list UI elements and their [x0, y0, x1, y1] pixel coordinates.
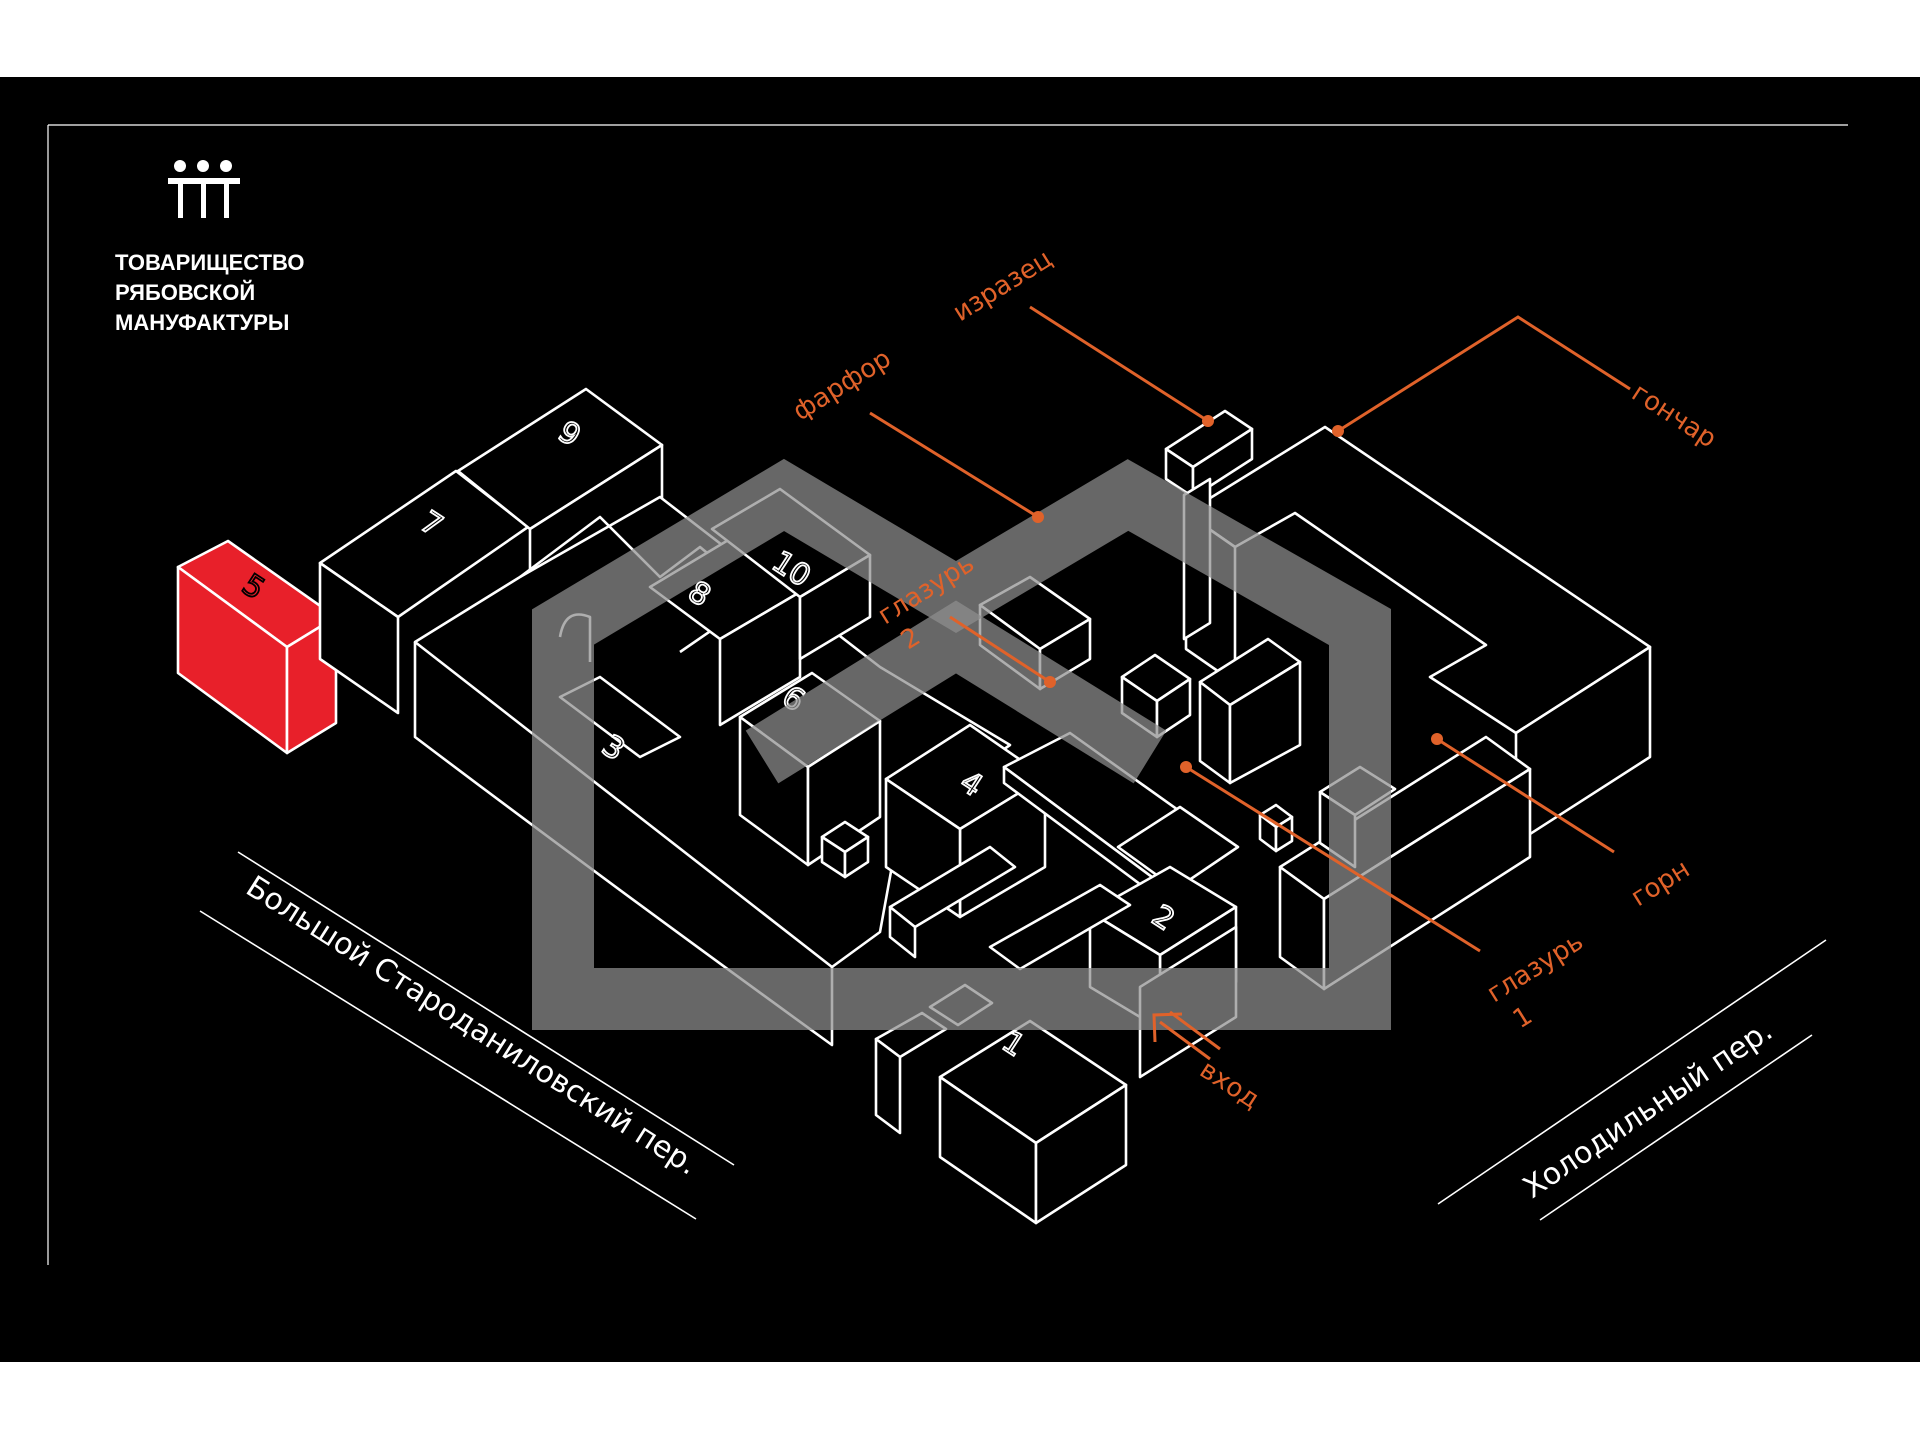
brand-name-line-3: МАНУФАКТУРЫ — [115, 310, 289, 335]
building-7[interactable]: 7 — [318, 469, 530, 715]
building-9[interactable]: 9 — [456, 387, 664, 585]
entrance-label: вход — [1194, 1055, 1265, 1115]
logo: ТОВАРИЩЕСТВО РЯБОВСКОЙ МАНУФАКТУРЫ — [115, 160, 305, 335]
map-panel: ТОВАРИЩЕСТВО РЯБОВСКОЙ МАНУФАКТУРЫ Больш… — [0, 77, 1920, 1362]
farfor-label: фарфор — [788, 344, 897, 427]
brand-name-line-2: РЯБОВСКОЙ — [115, 280, 255, 305]
gonchar-label: гончар — [1626, 378, 1721, 455]
factory-site-map: ТОВАРИЩЕСТВО РЯБОВСКОЙ МАНУФАКТУРЫ Больш… — [47, 124, 1848, 1265]
entrance-arrow-icon — [1152, 1012, 1183, 1043]
gorn-label: горн — [1626, 854, 1695, 913]
building-5[interactable]: 5 — [176, 539, 338, 755]
glazur-1-label-line2: 1 — [1508, 1001, 1538, 1035]
label-gonchar: гончар — [1332, 315, 1722, 455]
street-right-label: Холодильный пер. — [1517, 1013, 1779, 1206]
small-block-right — [1258, 803, 1294, 853]
brand-name-line-1: ТОВАРИЩЕСТВО — [115, 250, 305, 275]
street-left: Большой Староданиловский пер. — [199, 851, 735, 1220]
label-izrazets: изразец — [948, 244, 1214, 427]
three-figures-logo-icon — [168, 160, 240, 218]
watermark-logo-inner — [745, 600, 1167, 784]
small-block-center-left — [820, 820, 870, 879]
glazur-1-label-line1: глазурь — [1482, 927, 1589, 1009]
building-connectors — [888, 845, 1132, 971]
watermark-logo — [532, 458, 1391, 1030]
